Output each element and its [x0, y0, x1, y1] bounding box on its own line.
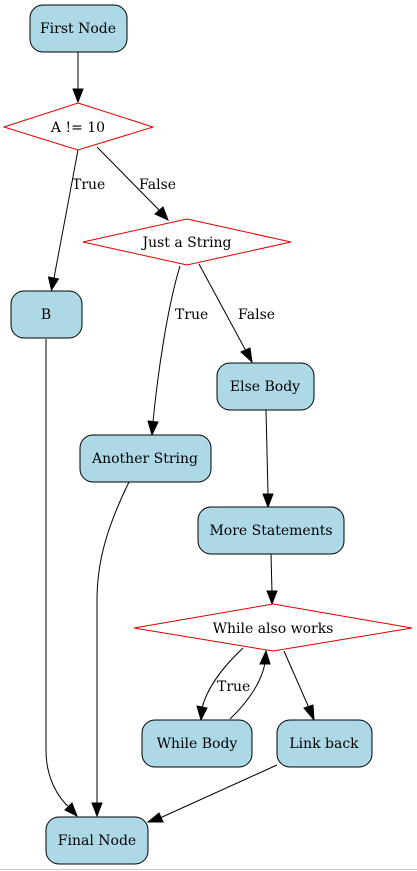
edge-cond-to-string	[96, 146, 161, 212]
node-label: While Body	[157, 736, 238, 752]
node-label: Else Body	[230, 379, 300, 395]
node-label: First Node	[40, 21, 116, 37]
arrowhead	[146, 812, 164, 823]
edges	[45, 52, 315, 823]
edge-string-to-another	[152, 265, 181, 423]
node-final-node[interactable]: Final Node	[45, 816, 149, 865]
edge-label-while-true: True	[217, 679, 250, 695]
edge-else-to-more	[265, 409, 269, 495]
node-label: A != 10	[50, 120, 105, 136]
node-link-back[interactable]: Link back	[276, 719, 373, 768]
node-while-also-works[interactable]: While also works	[133, 603, 413, 652]
edge-label-a-true: True	[72, 177, 105, 193]
arrowhead	[303, 704, 315, 722]
edge-another-to-final	[96, 481, 130, 804]
node-label: Another String	[91, 451, 198, 467]
edge-link-to-final	[159, 764, 278, 819]
arrowhead	[47, 276, 60, 292]
edge-cond-to-b	[53, 149, 79, 279]
edge-label-s-true: True	[175, 307, 208, 323]
arrowhead	[259, 649, 271, 665]
node-label: Link back	[289, 736, 359, 752]
arrowhead	[72, 88, 84, 104]
edge-while-to-body	[201, 647, 244, 709]
edge-more-to-while	[270, 553, 273, 593]
node-b[interactable]: B	[10, 290, 83, 339]
node-while-body[interactable]: While Body	[141, 719, 253, 768]
edge-label-s-false: False	[238, 307, 275, 323]
edge-body-to-while	[229, 662, 266, 720]
node-label: Just a String	[140, 235, 231, 251]
edge-label-a-false: False	[139, 177, 176, 193]
node-another-string[interactable]: Another String	[79, 434, 212, 483]
edge-labels: True False True False True	[72, 177, 275, 695]
nodes: First Node A != 10 B Just a String Else …	[2, 4, 413, 865]
node-first-node[interactable]: First Node	[29, 4, 128, 53]
arrowhead	[262, 493, 274, 509]
arrowhead	[91, 802, 103, 818]
node-more-statements[interactable]: More Statements	[197, 506, 345, 555]
node-cond-a[interactable]: A != 10	[2, 102, 155, 151]
node-label: Final Node	[58, 833, 136, 849]
arrowhead	[266, 590, 278, 606]
edge-string-to-else	[198, 263, 247, 352]
node-just-a-string[interactable]: Just a String	[82, 218, 292, 266]
edge-b-to-final	[45, 339, 71, 809]
node-label: While also works	[213, 621, 334, 637]
node-label: B	[41, 307, 51, 323]
edge-while-to-link	[283, 650, 310, 709]
arrowhead	[154, 206, 169, 221]
node-else-body[interactable]: Else Body	[216, 362, 315, 411]
arrowhead	[147, 420, 159, 437]
arrowhead	[64, 802, 78, 818]
arrowhead	[240, 347, 253, 364]
node-label: More Statements	[209, 523, 332, 539]
arrowhead	[196, 705, 208, 722]
